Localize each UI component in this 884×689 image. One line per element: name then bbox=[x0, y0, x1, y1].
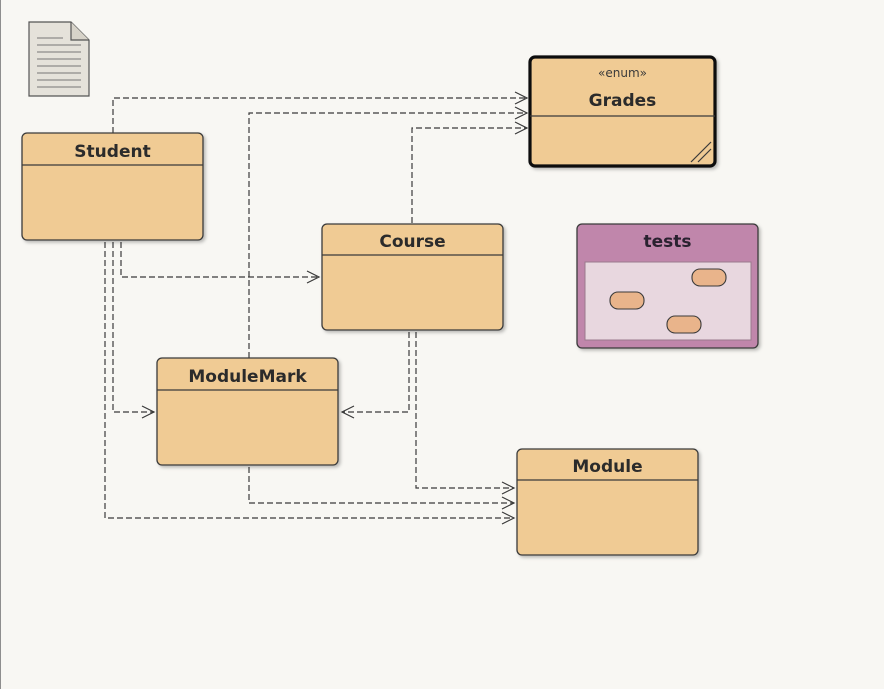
enum-grades[interactable]: «enum» Grades bbox=[528, 55, 717, 168]
class-name: Grades bbox=[589, 91, 657, 111]
arrowhead-icon bbox=[514, 106, 529, 120]
arrowheads bbox=[141, 91, 529, 525]
connector-student-grades[interactable] bbox=[112, 97, 527, 133]
connector-modulemark-module[interactable] bbox=[248, 467, 514, 504]
arrowhead-icon bbox=[501, 496, 516, 510]
connector-student-modulemark[interactable] bbox=[112, 242, 154, 413]
connector-modulemark-grades[interactable] bbox=[248, 112, 527, 358]
document-icon[interactable] bbox=[28, 21, 90, 97]
connector-course-grades[interactable] bbox=[411, 127, 527, 223]
resize-grip-icon[interactable] bbox=[690, 141, 712, 163]
arrowhead-icon bbox=[501, 481, 516, 495]
package-item[interactable] bbox=[691, 268, 727, 287]
package-item[interactable] bbox=[666, 315, 702, 334]
connector-course-modulemark[interactable] bbox=[342, 332, 410, 413]
package-name: tests bbox=[643, 232, 691, 252]
class-modulemark[interactable]: ModuleMark bbox=[156, 357, 339, 466]
arrowhead-icon bbox=[340, 405, 355, 419]
class-name: Course bbox=[379, 232, 445, 252]
arrowhead-icon bbox=[141, 405, 156, 419]
class-name: Module bbox=[572, 457, 642, 477]
arrowhead-icon bbox=[514, 91, 529, 105]
package-tests[interactable]: tests bbox=[576, 223, 759, 349]
arrowhead-icon bbox=[514, 121, 529, 135]
class-course[interactable]: Course bbox=[321, 223, 504, 331]
class-student[interactable]: Student bbox=[21, 132, 204, 241]
enum-stereotype: «enum» bbox=[598, 66, 647, 80]
connectors bbox=[104, 97, 527, 519]
class-name: ModuleMark bbox=[188, 367, 307, 387]
arrowhead-icon bbox=[501, 511, 516, 525]
class-name: Student bbox=[74, 142, 150, 162]
connector-course-module[interactable] bbox=[415, 332, 514, 489]
class-module[interactable]: Module bbox=[516, 448, 699, 556]
package-item[interactable] bbox=[609, 291, 645, 310]
arrowhead-icon bbox=[306, 270, 321, 284]
connector-student-course[interactable] bbox=[120, 242, 319, 278]
connector-student-module[interactable] bbox=[104, 242, 514, 519]
